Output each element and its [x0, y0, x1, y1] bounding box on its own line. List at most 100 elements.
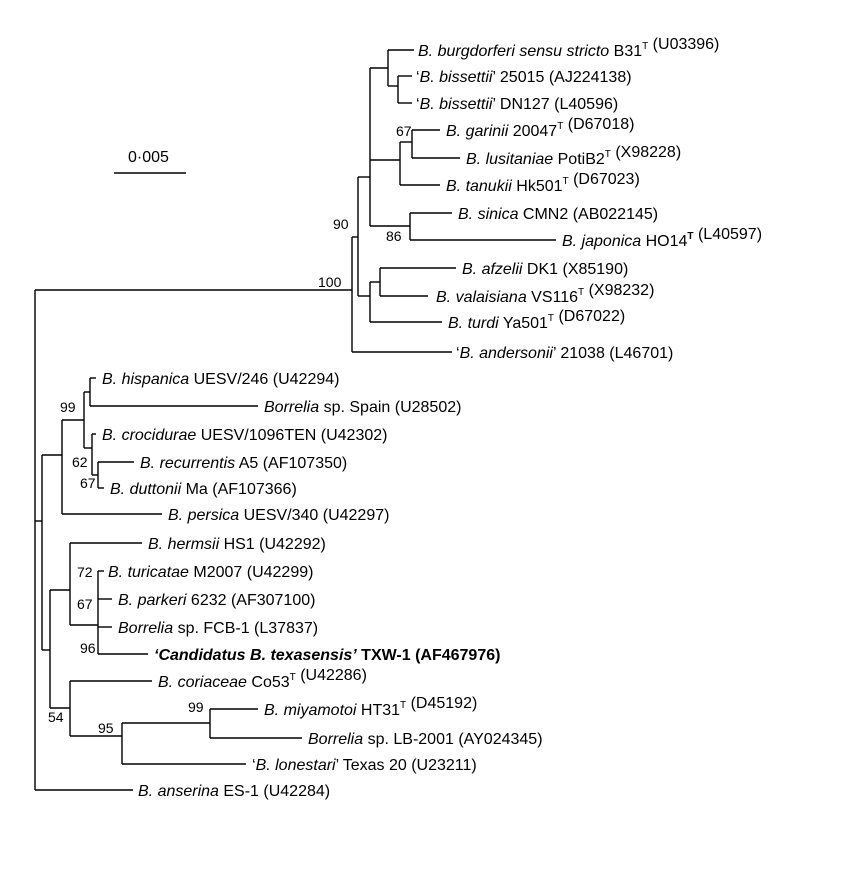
taxon-label-part: HT31 — [356, 702, 400, 719]
taxon-label-part: ’ 21038 (L46701) — [553, 345, 673, 362]
taxon-label-crocidurae: B. crocidurae UESV/1096TEN (U42302) — [102, 427, 387, 444]
taxon-label-andersonii: ‘B. andersonii’ 21038 (L46701) — [456, 345, 673, 362]
bootstrap-label: 54 — [48, 709, 64, 725]
taxon-label-fcb1: Borrelia sp. FCB-1 (L37837) — [118, 620, 318, 637]
bootstrap-label: 62 — [72, 454, 88, 470]
taxon-label-part: ES-1 (U42284) — [219, 783, 330, 800]
type-strain-superscript: T — [605, 149, 611, 160]
taxon-label-part: (D67023) — [569, 171, 640, 188]
type-strain-superscript: T — [548, 313, 554, 324]
taxon-label-part: B. sinica — [458, 206, 519, 223]
taxon-label-texasensis: ‘Candidatus B. texasensis’ TXW-1 (AF4679… — [154, 647, 500, 664]
bootstrap-label: 67 — [77, 596, 93, 612]
taxon-label-part: M2007 (U42299) — [189, 564, 314, 581]
taxon-label-part: sp. LB-2001 (AY024345) — [363, 731, 542, 748]
taxon-label-part: 20047 — [508, 123, 557, 140]
taxon-label-part: ’ 25015 (AJ224138) — [492, 69, 631, 86]
taxon-label-part: Co53 — [247, 674, 290, 691]
taxon-label-part: ’ DN127 (L40596) — [492, 96, 618, 113]
bootstrap-values: 90 100 67 86 99 62 67 72 67 96 54 95 99 — [48, 123, 412, 736]
taxon-label-part: Borrelia — [118, 620, 173, 637]
taxon-label-part: ’ Texas 20 (U23211) — [336, 757, 477, 774]
bootstrap-label: 100 — [318, 274, 342, 290]
taxon-label-part: sp. FCB-1 (L37837) — [173, 620, 318, 637]
taxon-label-part: B. hispanica — [102, 371, 189, 388]
taxon-label-recurrentis: B. recurrentis A5 (AF107350) — [140, 455, 347, 472]
taxon-label-part: Hk501 — [512, 178, 563, 195]
taxon-label-part: B. turicatae — [108, 564, 189, 581]
taxon-label-duttonii: B. duttonii Ma (AF107366) — [110, 481, 297, 498]
taxon-label-hermsii: B. hermsii HS1 (U42292) — [148, 536, 326, 553]
taxon-label-part: B. parkeri — [118, 592, 187, 609]
bootstrap-label: 86 — [386, 228, 402, 244]
taxon-label-part: 6232 (AF307100) — [186, 592, 315, 609]
taxon-label-part: B. tanukii — [446, 178, 512, 195]
taxon-label-part: ‘Candidatus B. texasensis’ — [154, 647, 357, 664]
bootstrap-label: 90 — [333, 216, 349, 232]
taxon-label-part: B. valaisiana — [436, 289, 527, 306]
taxon-label-coriaceae: B. coriaceae Co53T (U42286) — [158, 667, 367, 691]
taxon-label-part: B. bissettii — [420, 69, 493, 86]
scale-bar-label: 0·005 — [128, 149, 169, 166]
taxon-label-part: B. afzelii — [462, 261, 523, 278]
taxon-label-part: B. hermsii — [148, 536, 220, 553]
taxon-label-part: sp. Spain (U28502) — [319, 399, 461, 416]
type-strain-superscript: T — [687, 231, 693, 242]
taxon-label-garinii: B. garinii 20047T (D67018) — [446, 116, 634, 140]
type-strain-superscript: T — [400, 700, 406, 711]
taxon-label-part: Ma (AF107366) — [181, 481, 297, 498]
taxon-label-parkeri: B. parkeri 6232 (AF307100) — [118, 592, 315, 609]
taxon-label-part: B. lonestari — [256, 757, 336, 774]
taxon-label-part: (U03396) — [648, 36, 719, 53]
bootstrap-label: 99 — [188, 699, 204, 715]
taxon-label-bissettii_dn127: ‘B. bissettii’ DN127 (L40596) — [416, 96, 618, 113]
taxon-label-part: HO14 — [641, 233, 687, 250]
taxon-label-part: B. bissettii — [420, 96, 493, 113]
bootstrap-label: 95 — [98, 720, 114, 736]
taxon-label-valaisiana: B. valaisiana VS116T (X98232) — [436, 282, 654, 306]
taxon-label-part: (X98232) — [584, 282, 654, 299]
taxon-label-bissettii_25015: ‘B. bissettii’ 25015 (AJ224138) — [416, 69, 632, 86]
taxon-label-lusitaniae: B. lusitaniae PotiB2T (X98228) — [466, 144, 681, 168]
taxon-label-part: ‘ — [416, 96, 420, 113]
taxon-label-turdi: B. turdi Ya501T (D67022) — [448, 308, 625, 332]
taxon-label-part: TXW-1 (AF467976) — [357, 647, 501, 664]
taxon-labels: B. burgdorferi sensu stricto B31T (U0339… — [102, 36, 762, 800]
taxon-label-persica: B. persica UESV/340 (U42297) — [168, 507, 389, 524]
taxon-label-part: (X98228) — [611, 144, 681, 161]
type-strain-superscript: T — [290, 672, 296, 683]
taxon-label-part: (L40597) — [694, 226, 763, 243]
taxon-label-part: (D45192) — [406, 695, 477, 712]
taxon-label-burgdorferi: B. burgdorferi sensu stricto B31T (U0339… — [418, 36, 719, 60]
type-strain-superscript: T — [578, 287, 584, 298]
taxon-label-part: Ya501 — [499, 315, 548, 332]
taxon-label-afzelii: B. afzelii DK1 (X85190) — [462, 261, 628, 278]
taxon-label-lb2001: Borrelia sp. LB-2001 (AY024345) — [308, 731, 543, 748]
type-strain-superscript: T — [563, 176, 569, 187]
taxon-label-part: B. japonica — [562, 233, 641, 250]
scale-bar: 0·005 — [114, 149, 186, 174]
type-strain-superscript: T — [557, 121, 563, 132]
taxon-label-part: (D67022) — [554, 308, 625, 325]
taxon-label-turicatae: B. turicatae M2007 (U42299) — [108, 564, 313, 581]
bootstrap-label: 99 — [60, 399, 76, 415]
taxon-label-part: PotiB2 — [553, 151, 605, 168]
taxon-label-part: B. burgdorferi sensu stricto — [418, 43, 609, 60]
taxon-label-part: DK1 (X85190) — [522, 261, 628, 278]
taxon-label-part: B. recurrentis — [140, 455, 235, 472]
taxon-label-part: B. turdi — [448, 315, 499, 332]
taxon-label-part: A5 (AF107350) — [235, 455, 347, 472]
bootstrap-label: 67 — [80, 475, 96, 491]
taxon-label-part: HS1 (U42292) — [219, 536, 326, 553]
taxon-label-sinica: B. sinica CMN2 (AB022145) — [458, 206, 658, 223]
type-strain-superscript: T — [642, 41, 648, 52]
bootstrap-label: 67 — [396, 123, 412, 139]
taxon-label-part: (D67018) — [563, 116, 634, 133]
bootstrap-label: 72 — [77, 564, 93, 580]
taxon-label-part: ‘ — [416, 69, 420, 86]
taxon-label-part: B. anserina — [138, 783, 219, 800]
taxon-label-japonica: B. japonica HO14T (L40597) — [562, 226, 762, 250]
taxon-label-anserina: B. anserina ES-1 (U42284) — [138, 783, 330, 800]
taxon-label-part: ‘ — [456, 345, 460, 362]
